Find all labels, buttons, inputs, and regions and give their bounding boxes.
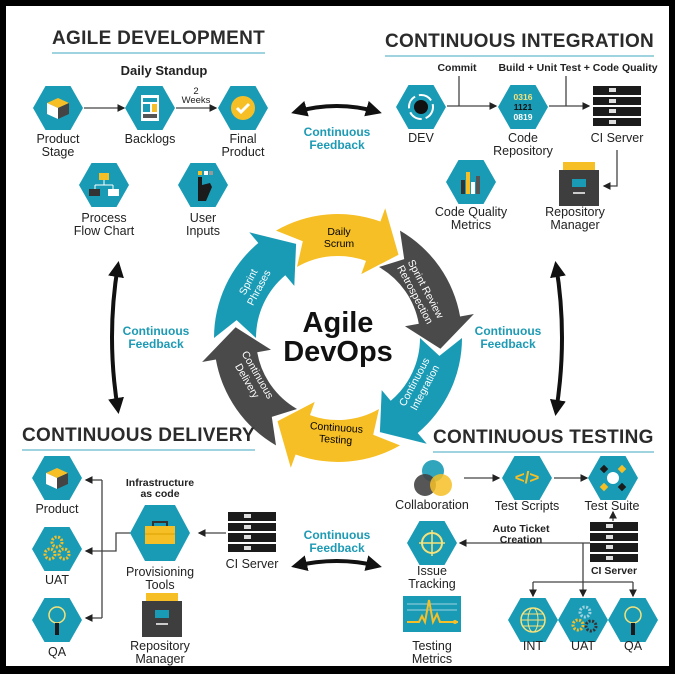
product-label: Product	[35, 502, 79, 516]
ci-server-icon	[593, 86, 641, 126]
feedback-bottom-label: Continuous Feedback	[303, 528, 371, 555]
feedback-top-label: Continuous Feedback	[303, 125, 371, 152]
collaboration-icon	[414, 460, 452, 496]
ci-server-icon	[590, 522, 638, 562]
backlogs-label: Backlogs	[124, 132, 176, 146]
continuous-integration-title: CONTINUOUS INTEGRATION	[385, 31, 655, 57]
int-label: INT	[522, 639, 544, 653]
continuous-delivery-title: CONTINUOUS DELIVERY	[22, 425, 256, 451]
cycle-segment-arrow	[214, 232, 297, 338]
product-stage-label: Product Stage	[36, 132, 80, 159]
continuous-testing-title: CONTINUOUS TESTING	[433, 427, 654, 453]
final-product-label: Final Product	[221, 132, 265, 159]
cube-icon	[32, 456, 82, 500]
feedback-arrow-top	[291, 100, 382, 117]
cd-ci-server-label: CI Server	[225, 557, 279, 571]
ct-uat-label: UAT	[570, 639, 596, 653]
cube-icon	[33, 86, 83, 130]
uat-label: UAT	[44, 573, 70, 587]
ci-server-label: CI Server	[590, 131, 644, 145]
cycle-segment-arrow	[276, 208, 399, 275]
cycle-daily-scrum: Daily Scrum	[323, 226, 355, 250]
code-repository-label: Code Repository	[493, 131, 553, 158]
repository-manager-label: Repository Manager	[545, 205, 605, 232]
cycle-continuous-testing: Continuous Testing	[309, 420, 364, 448]
cycle-segment-arrow	[277, 401, 400, 468]
agile-devops-cycle	[202, 208, 474, 468]
weeks-label: 2 Weeks	[181, 86, 211, 106]
auto-ticket-creation-label: Auto Ticket Creation	[492, 523, 550, 546]
daily-standup-label: Daily Standup	[120, 63, 208, 78]
process-flow-chart-label: Process Flow Chart	[73, 211, 135, 238]
ct-ci-server-label: CI Server	[590, 565, 638, 577]
bar-chart-icon	[446, 160, 496, 204]
dev-label: DEV	[408, 131, 434, 145]
feedback-arrow-left	[108, 261, 124, 414]
agile-development-title: AGILE DEVELOPMENT	[52, 28, 266, 54]
test-suite-label: Test Suite	[584, 499, 640, 513]
repository-manager-icon	[142, 593, 182, 637]
feedback-arrow-bottom	[291, 555, 382, 572]
cycle-segment-arrow	[202, 327, 297, 446]
build-label: Build + Unit Test + Code Quality	[498, 62, 658, 74]
dev-cycle-icon	[396, 85, 446, 129]
cd-repository-manager-label: Repository Manager	[130, 639, 190, 666]
feedback-arrow-right	[549, 261, 566, 416]
code-quality-metrics-label: Code Quality Metrics	[434, 205, 508, 232]
ci-server-icon	[228, 512, 276, 552]
repo-digits-1: 0316	[513, 92, 533, 102]
repo-digits-2: 1121	[513, 102, 533, 112]
repo-digits-3: 0819	[513, 112, 533, 122]
provisioning-tools-label: Provisioning Tools	[125, 565, 195, 592]
feedback-right-label: Continuous Feedback	[474, 324, 542, 351]
testing-metrics-icon	[403, 596, 461, 632]
cycle-segment-arrow	[379, 338, 462, 444]
test-scripts-label: Test Scripts	[494, 499, 560, 513]
infrastructure-as-code-label: Infrastructure as code	[125, 477, 195, 500]
user-inputs-label: User Inputs	[185, 211, 221, 238]
ct-qa-label: QA	[623, 639, 643, 653]
arrow-ci-to-repo-manager	[602, 150, 618, 190]
cycle-segment-arrow	[379, 230, 474, 349]
repository-manager-icon	[559, 162, 599, 206]
testing-metrics-label: Testing Metrics	[411, 639, 453, 666]
qa-label: QA	[47, 645, 67, 659]
issue-tracking-label: Issue Tracking	[408, 564, 456, 591]
commit-label: Commit	[437, 62, 477, 74]
collaboration-label: Collaboration	[395, 498, 469, 512]
agile-devops-center-title: Agile DevOps	[283, 307, 393, 368]
feedback-left-label: Continuous Feedback	[122, 324, 190, 351]
